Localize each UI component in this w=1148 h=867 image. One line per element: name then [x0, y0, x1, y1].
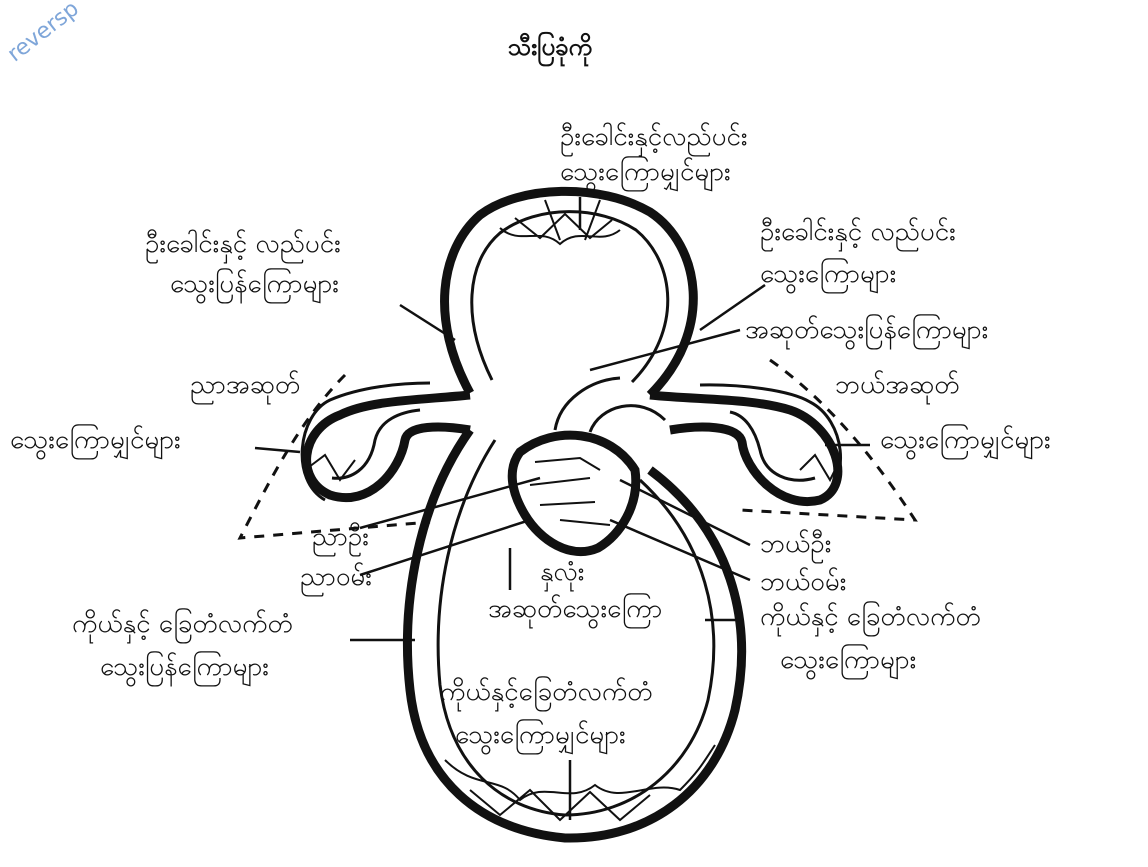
label-head-arteries: သွေးကြောများ [760, 256, 896, 294]
label-head-veins: ဦးခေါင်းနှင့် လည်ပင်း [145, 228, 341, 264]
label-head-veins: သွေးပြန်ကြောများ [170, 266, 339, 304]
head-circulation-loop [445, 191, 694, 395]
label-left-lung-capillaries: သွေးကြောမျှင်များ [880, 422, 1051, 460]
label-body-arteries: သွေးကြောများ [780, 642, 916, 680]
label-pulmonary-artery: အဆုတ်သွေးကြော [488, 591, 662, 629]
heart [512, 378, 665, 552]
label-body-veins: သွေးပြန်ကြောများ [100, 649, 269, 687]
watermark: reversp [3, 0, 84, 67]
label-body-arteries: ကိုယ်နှင့် ခြေတံလက်တံ [760, 599, 982, 637]
label-heart: နှလုံး [540, 557, 584, 592]
label-left-ventricle: ဘယ်ဝမ်း [760, 566, 846, 597]
label-right-lung-capillaries: သွေးကြောမျှင်များ [10, 422, 181, 460]
label-body-capillaries: သွေးကြောမျှင်များ [455, 717, 626, 755]
lung-circulation [240, 360, 915, 538]
label-body-veins: ကိုယ်နှင့် ခြေတံလက်တံ [72, 606, 294, 644]
label-right-atrium: ညာဦး [312, 521, 369, 557]
label-head-capillaries: ဦးခေါင်းနှင့်လည်ပင်း [560, 121, 747, 157]
label-left-atrium: ဘယ်ဦး [760, 528, 831, 564]
body-circulation-loop [408, 430, 742, 838]
label-pulmonary-veins: အဆုတ်သွေးပြန်ကြောများ [745, 312, 988, 350]
label-right-lung: ညာအဆုတ် [190, 369, 301, 405]
label-body-capillaries: ကိုယ်နှင့်ခြေတံလက်တံ [440, 674, 653, 712]
label-head-arteries: ဦးခေါင်းနှင့် လည်ပင်း [760, 216, 956, 252]
label-head-capillaries: သွေးကြောမျှင်များ [560, 154, 731, 192]
label-left-lung: ဘယ်အဆုတ် [835, 369, 960, 405]
label-right-ventricle: ညာဝမ်း [300, 561, 372, 597]
diagram-title: သီးပြခုံကို [508, 31, 593, 67]
